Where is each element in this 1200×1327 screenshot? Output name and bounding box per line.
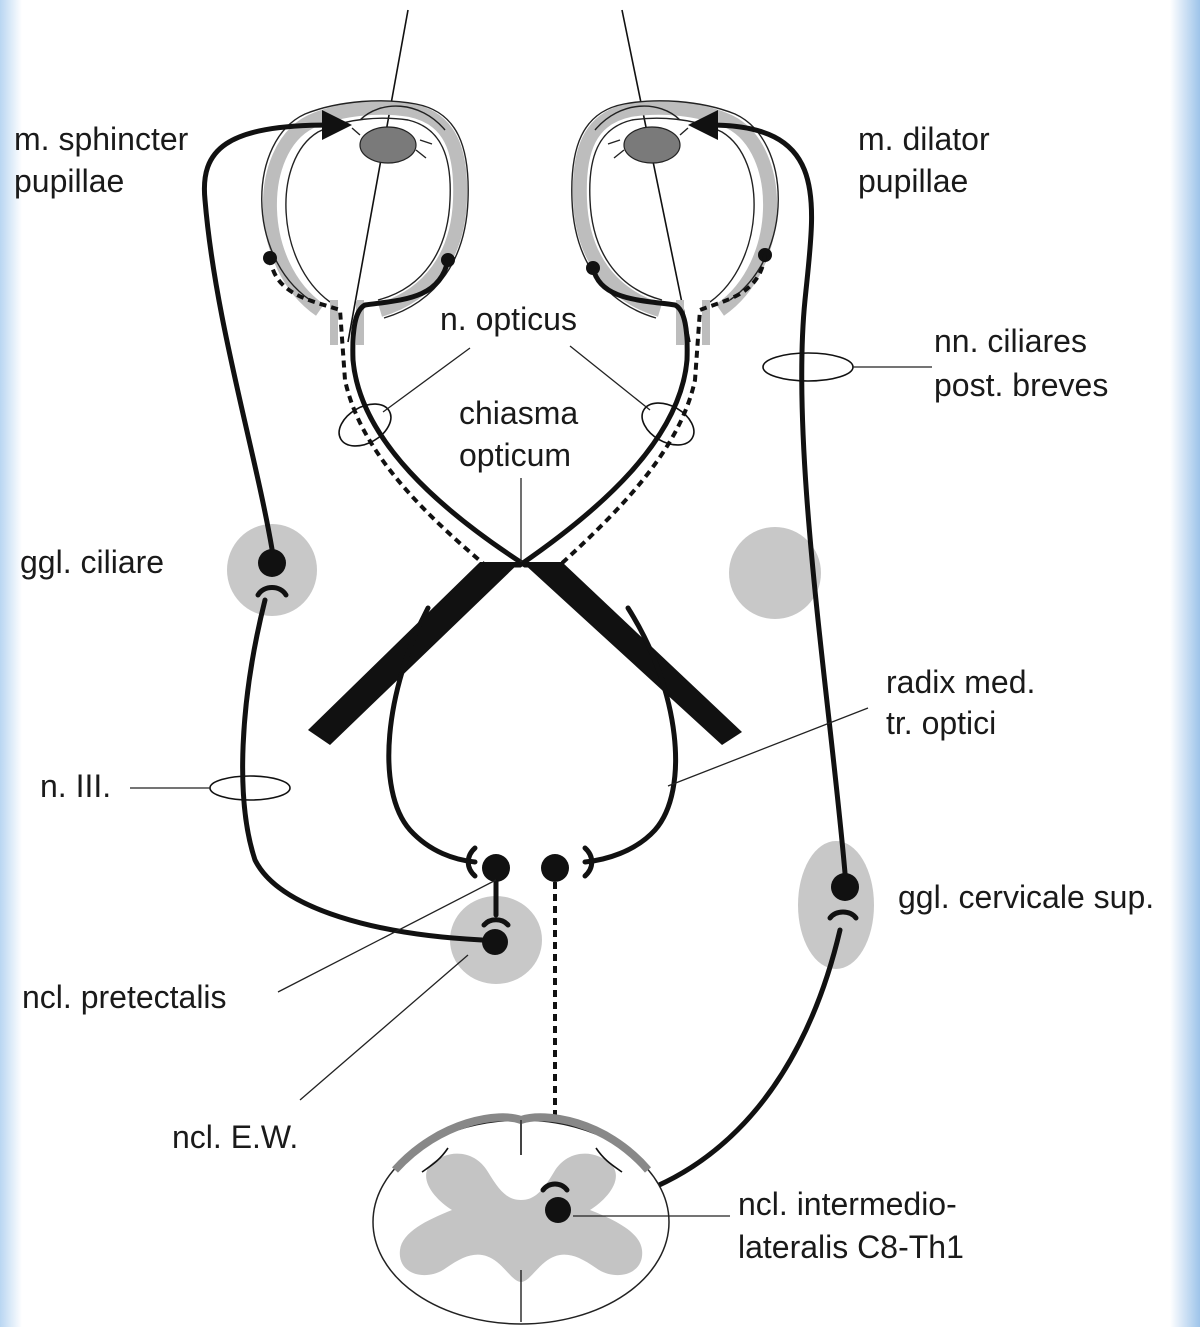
right-optic-tract — [522, 562, 742, 745]
label-pretectalis: ncl. pretectalis — [22, 979, 227, 1015]
right-pretectal-dot — [541, 854, 569, 882]
label-dilator-line1: m. dilator — [858, 121, 990, 157]
label-ciliares-line2: post. breves — [934, 367, 1108, 403]
spinal-cord — [373, 1117, 669, 1324]
label-intermedio-line1: ncl. intermedio- — [738, 1186, 957, 1222]
sympathetic-postganglionic — [710, 125, 845, 873]
n-iii-ring — [210, 776, 290, 800]
label-radix-line1: radix med. — [886, 664, 1035, 700]
parasympathetic-efferent — [243, 600, 482, 940]
label-n-iii: n. III. — [40, 768, 111, 804]
label-intermedio-line2: lateralis C8-Th1 — [738, 1229, 964, 1265]
ggl-ciliare-right — [729, 527, 821, 619]
ew-dot — [482, 929, 508, 955]
label-ew: ncl. E.W. — [172, 1119, 298, 1155]
label-opticus: n. opticus — [440, 301, 577, 337]
cervicale-dot — [831, 873, 859, 901]
left-lens — [360, 127, 416, 163]
label-chiasma-line1: chiasma — [459, 395, 578, 431]
label-ciliares-line1: nn. ciliares — [934, 323, 1087, 359]
left-optic-tract — [308, 562, 520, 745]
right-eye — [572, 101, 778, 345]
label-sphincter-line2: pupillae — [14, 163, 124, 199]
intermediolateral-dot — [545, 1197, 571, 1223]
right-lens — [624, 127, 680, 163]
ciliare-dot — [258, 549, 286, 577]
label-chiasma-line2: opticum — [459, 437, 571, 473]
label-sphincter-line1: m. sphincter — [14, 121, 189, 157]
label-dilator-line2: pupillae — [858, 163, 968, 199]
ciliares-ring — [763, 353, 853, 381]
left-eye — [262, 101, 468, 345]
left-pretectal-dot — [482, 854, 510, 882]
label-ggl-ciliare: ggl. ciliare — [20, 544, 164, 580]
label-radix-line2: tr. optici — [886, 705, 996, 741]
label-ggl-cervicale: ggl. cervicale sup. — [898, 879, 1154, 915]
